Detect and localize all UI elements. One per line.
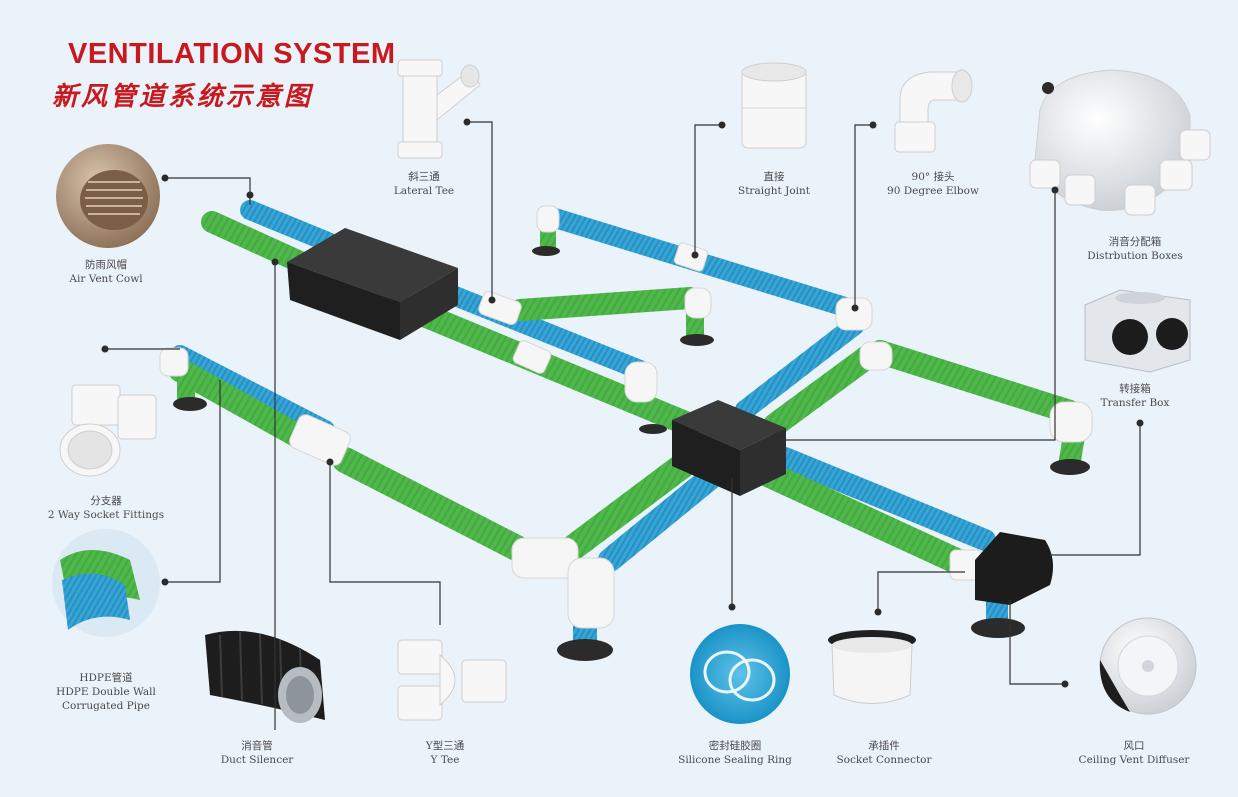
label-socket-connector: 承插件 Socket Connector xyxy=(836,739,931,767)
label-elbow: 90° 接头 90 Degree Elbow xyxy=(887,170,979,198)
pipe-network xyxy=(168,200,1086,652)
silencer-box xyxy=(287,228,458,340)
ceiling-diffuser-image xyxy=(1099,617,1197,715)
green-pipe xyxy=(557,447,703,563)
air-vent-cowl-en: Air Vent Cowl xyxy=(69,273,143,285)
two-way-socket-image xyxy=(59,384,157,477)
ceiling-box xyxy=(975,532,1054,605)
air-vent-cowl-cn: 防雨风帽 xyxy=(85,259,127,271)
leader-dots xyxy=(101,118,1144,688)
socket-connector-image xyxy=(828,630,916,704)
green-pipe xyxy=(201,211,311,273)
lateral-tee-en: Lateral Tee xyxy=(393,185,455,197)
label-transfer-box: 转接箱 Transfer Box xyxy=(1101,382,1170,410)
distribution-box-image xyxy=(1029,69,1211,216)
y-tee-image xyxy=(397,639,507,721)
green-pipe xyxy=(332,447,553,573)
leader-air-vent-cowl xyxy=(165,177,251,205)
label-ceiling-diffuser: 风口 Ceiling Vent Diffuser xyxy=(1079,739,1190,767)
blue-pipe xyxy=(430,280,650,380)
green-pipe xyxy=(868,340,1082,424)
lateral-tee-image xyxy=(397,59,481,159)
leader-y-tee xyxy=(329,462,441,625)
y-tee-cn: Y型三通 xyxy=(425,740,465,752)
leader-distribution-box xyxy=(780,190,1056,441)
socket-connector-cn: 承插件 xyxy=(868,740,900,752)
two-way-socket-cn: 分支器 xyxy=(90,495,122,507)
label-hdpe-pipe: HDPE管道 HDPE Double Wall Corrugated Pipe xyxy=(56,671,156,713)
hdpe-pipe-cn: HDPE管道 xyxy=(79,672,133,684)
hdpe-pipe-en2: Corrugated Pipe xyxy=(61,700,150,712)
leader-hdpe-pipe xyxy=(165,380,221,583)
elbow-en: 90 Degree Elbow xyxy=(887,185,979,197)
y-tee-en: Y Tee xyxy=(430,754,460,766)
hdpe-pipe-image xyxy=(52,529,160,637)
leader-socket-connector xyxy=(877,571,965,612)
green-pipe xyxy=(168,358,317,452)
blue-pipe xyxy=(774,447,996,551)
duct-silencer-cn: 消音管 xyxy=(241,740,273,752)
floor-flanges xyxy=(173,246,1090,661)
straight-joint-image xyxy=(741,62,807,149)
title-cn: 新风管道系统示意图 xyxy=(52,82,314,112)
transfer-box-cn: 转接箱 xyxy=(1119,383,1151,395)
elbow-cn: 90° 接头 xyxy=(911,171,955,183)
lateral-tee-cn: 斜三通 xyxy=(408,171,440,183)
leader-transfer-box xyxy=(1050,423,1141,556)
green-pipe xyxy=(763,343,882,437)
label-straight-joint: 直接 Straight Joint xyxy=(738,170,810,198)
ceiling-diffuser-cn: 风口 xyxy=(1123,740,1145,752)
transfer-box-image xyxy=(1084,289,1191,373)
leader-lines xyxy=(105,121,1141,730)
sealing-ring-image xyxy=(690,624,790,724)
hdpe-pipe-en: HDPE Double Wall xyxy=(56,686,156,698)
white-fittings xyxy=(159,205,1093,629)
label-two-way-socket: 分支器 2 Way Socket Fittings xyxy=(48,494,164,522)
blue-pipe xyxy=(240,200,345,255)
hub-box xyxy=(672,400,786,496)
green-pipe xyxy=(509,287,701,321)
title-en: VENTILATION SYSTEM xyxy=(68,38,396,70)
green-pipe xyxy=(757,462,978,578)
leader-ceiling-diffuser xyxy=(1009,600,1065,685)
two-way-socket-en: 2 Way Socket Fittings xyxy=(47,509,165,521)
leader-lateral-tee xyxy=(467,121,493,300)
elbow-image xyxy=(894,69,973,153)
duct-silencer-en: Duct Silencer xyxy=(220,754,294,766)
label-sealing-ring: 密封硅胶圈 Silicone Sealing Ring xyxy=(678,739,792,767)
leader-straight-joint xyxy=(694,124,722,255)
label-y-tee: Y型三通 Y Tee xyxy=(426,739,464,767)
straight-joint-cn: 直接 xyxy=(763,171,785,183)
label-air-vent-cowl: 防雨风帽 Air Vent Cowl xyxy=(69,258,142,286)
air-vent-cowl-image xyxy=(56,144,160,248)
transfer-box-en: Transfer Box xyxy=(1100,397,1170,409)
leader-elbow xyxy=(854,124,873,308)
blue-pipe xyxy=(735,315,865,420)
blue-pipe xyxy=(598,458,732,572)
distribution-box-cn: 消音分配箱 xyxy=(1108,236,1162,248)
sealing-ring-en: Silicone Sealing Ring xyxy=(678,754,792,766)
distribution-box-en: Distrbution Boxes xyxy=(1087,250,1183,262)
sealing-ring-cn: 密封硅胶圈 xyxy=(708,740,762,752)
label-duct-silencer: 消音管 Duct Silencer xyxy=(221,739,294,767)
socket-connector-en: Socket Connector xyxy=(836,754,932,766)
label-distribution-box: 消音分配箱 Distrbution Boxes xyxy=(1087,235,1182,263)
ceiling-diffuser-en: Ceiling Vent Diffuser xyxy=(1078,754,1190,766)
label-lateral-tee: 斜三通 Lateral Tee xyxy=(394,170,454,198)
straight-joint-en: Straight Joint xyxy=(738,185,810,197)
duct-silencer-image xyxy=(205,630,325,723)
